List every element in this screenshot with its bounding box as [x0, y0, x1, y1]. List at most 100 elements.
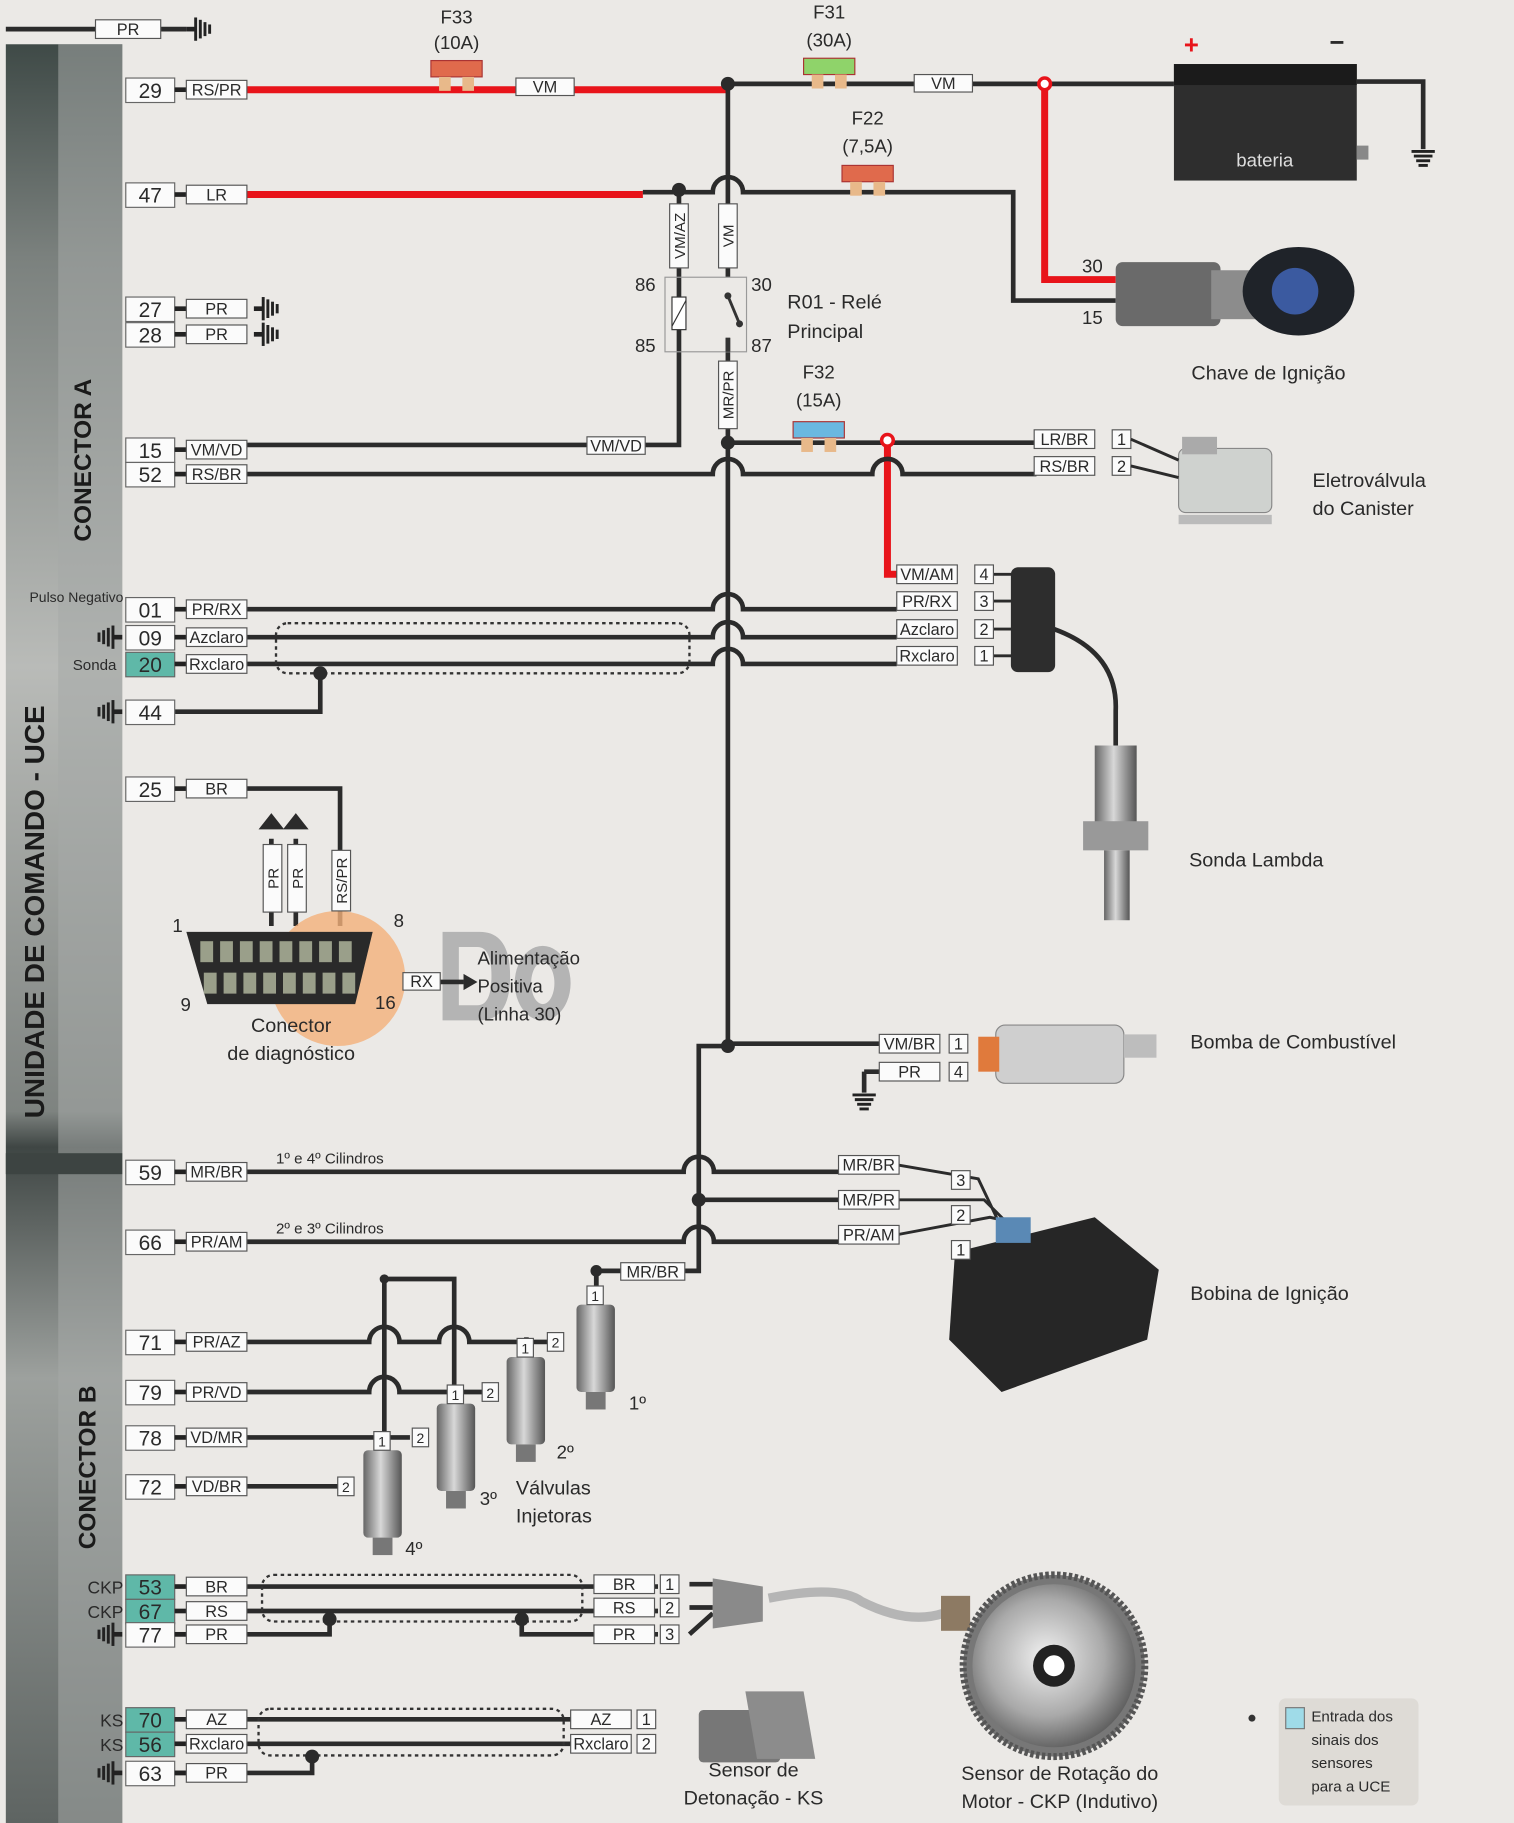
pin-wire-label-text: PR — [205, 1626, 228, 1644]
junctions — [305, 76, 1053, 1764]
injector-number: 2º — [557, 1441, 574, 1462]
injector-number: 1º — [629, 1392, 646, 1413]
pin-wire-label-text: AZ — [206, 1711, 227, 1729]
pin-wire-label: PR/AM — [185, 1231, 248, 1252]
wire-label-vm: VM — [913, 73, 974, 93]
pin-wire-label-text: VM/VD — [191, 441, 243, 459]
diag-wire-rs-pr-text: RS/PR — [334, 857, 351, 903]
lambda-pin-text: 1 — [980, 648, 989, 666]
pin-number: 59 — [139, 1162, 162, 1185]
watermark-logo — [442, 931, 571, 1021]
injector-pin-2: 2 — [411, 1427, 430, 1448]
canister-wire-label-text: LR/BR — [1040, 431, 1088, 449]
pin-number: 72 — [139, 1477, 162, 1500]
pin-number: 56 — [139, 1734, 162, 1757]
pump-pin: 4 — [948, 1061, 969, 1082]
pulse-label: Pulso Negativo — [29, 589, 123, 605]
uce-pin-77: 77 — [125, 1622, 187, 1648]
label: Sensor de Rotação do — [961, 1763, 1158, 1785]
ignition-label: Chave de Ignição — [1191, 363, 1345, 385]
label: Válvulas — [516, 1478, 591, 1500]
label: (Linha 30) — [477, 1003, 561, 1024]
label: 1 — [172, 915, 182, 936]
canister-wire-label-text: RS/BR — [1040, 458, 1090, 476]
diag-wire-pr-text: PR — [290, 868, 307, 889]
pin-wire-label-text: LR — [206, 186, 227, 204]
uce-pin-44: 44 — [125, 699, 176, 726]
wire-label-mr-br-text: MR/BR — [627, 1263, 680, 1281]
legend-text: sensores — [1311, 1755, 1373, 1772]
legend — [1248, 1698, 1419, 1806]
pin-wire-label-text: Rxclaro — [189, 1736, 244, 1754]
coil-wire-label: PR/AM — [837, 1224, 900, 1245]
wire-label-vm-az: VM/AZ — [669, 203, 689, 269]
lambda-pin: 4 — [974, 564, 994, 585]
pump-label: Bomba de Combustível — [1190, 1031, 1396, 1053]
battery-plus: + — [1184, 32, 1199, 60]
pin-wire-label: AZ — [185, 1709, 248, 1730]
wire-label-vm-vd-text: VM/VD — [590, 437, 642, 455]
label: (15A) — [796, 390, 842, 411]
legend-text: para a UCE — [1311, 1779, 1390, 1796]
pin-number: 70 — [139, 1709, 162, 1732]
pin-wire-label: MR/BR — [185, 1161, 248, 1182]
pump-pin-text: 4 — [954, 1063, 963, 1081]
label: 15 — [1082, 307, 1103, 328]
label: Injetoras — [516, 1505, 592, 1527]
pin-wire-label: Rxclaro — [185, 1733, 248, 1754]
ckp-wire-label: PR — [593, 1624, 656, 1645]
wire-label-vm-az-text: VM/AZ — [672, 213, 689, 259]
relay-name: R01 - Relé — [787, 292, 882, 314]
ks-label: KS — [100, 1710, 123, 1730]
uce-pin-59: 59 — [125, 1159, 187, 1186]
wire-label-mr-pr-text: MR/PR — [721, 370, 738, 419]
label: (7,5A) — [842, 136, 893, 157]
top-ground-wire-label-text: PR — [117, 21, 140, 39]
lambda-pin-text: 2 — [980, 621, 989, 639]
pin-number: 53 — [139, 1577, 162, 1600]
coil-pin: 2 — [950, 1205, 971, 1225]
uce-pin-01: 01 — [125, 596, 187, 623]
injector-pin-2-text: 2 — [342, 1479, 350, 1495]
pin-wire-label: BR — [185, 1576, 248, 1597]
pin-wire-label: PR — [185, 298, 248, 319]
pin-number: 78 — [139, 1428, 162, 1451]
pin-number: 09 — [139, 627, 162, 650]
pin-wire-label-text: PR/VD — [192, 1384, 242, 1402]
lambda-pin-text: 3 — [980, 593, 989, 611]
pin-number: 25 — [139, 779, 162, 802]
uce-pin-47: 47 — [125, 182, 187, 208]
canister-wire-label: LR/BR — [1033, 429, 1096, 450]
ckp-label: CKP — [88, 1578, 124, 1598]
connector-a-label: CONECTOR A — [70, 379, 97, 542]
injector-number: 4º — [405, 1538, 422, 1559]
diag-wire-rs-pr: RS/PR — [331, 849, 352, 912]
label: F32 — [803, 362, 835, 383]
ckp-pin-text: 2 — [665, 1599, 674, 1617]
wire-label-vm-text: VM — [721, 225, 738, 248]
uce-pin-66: 66 — [125, 1229, 187, 1256]
lambda-sensor — [1010, 567, 1149, 921]
ground-icon — [186, 17, 212, 41]
ckp-pin: 1 — [659, 1574, 680, 1595]
pin-number: 52 — [139, 464, 162, 487]
ckp-wire-label-text: RS — [613, 1599, 636, 1617]
lambda-wire-label-text: VM/AM — [900, 566, 953, 584]
pin-wire-label: RS/PR — [185, 79, 248, 100]
diagnostic-connector-body — [186, 910, 571, 1047]
fuse-f31 — [803, 57, 856, 89]
pin-number: 47 — [139, 185, 162, 208]
pin-number: 27 — [139, 299, 162, 322]
ckp-wire-label: BR — [593, 1574, 656, 1595]
diag-wire-pr: PR — [262, 843, 283, 913]
canister-pin: 2 — [1111, 456, 1132, 476]
pin-wire-label-text: PR/AZ — [193, 1334, 241, 1352]
pin-wire-label: PR/AZ — [185, 1332, 248, 1352]
ckp-pin: 3 — [659, 1624, 680, 1645]
pin-wire-label-text: Rxclaro — [189, 656, 244, 674]
pin-wire-label: VD/MR — [185, 1427, 248, 1448]
coil-label: Bobina de Ignição — [1190, 1283, 1348, 1305]
canister-label: do Canister — [1313, 498, 1415, 520]
ground-icon — [253, 297, 279, 321]
